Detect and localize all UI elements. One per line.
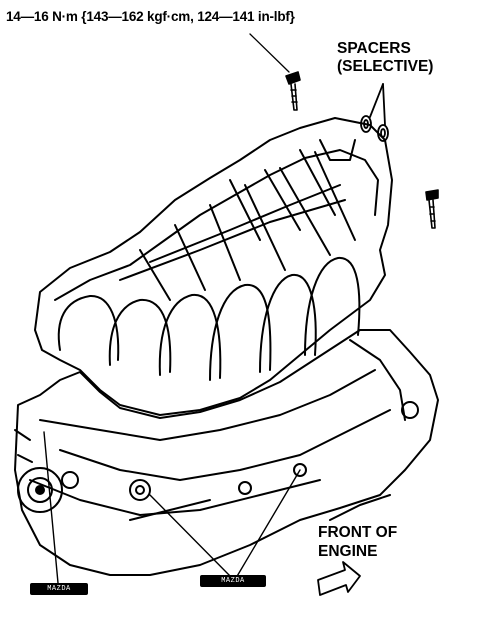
front-of-engine-label: FRONT OF ENGINE: [318, 524, 398, 560]
tag-center-leader-a: [149, 494, 233, 579]
part-tag-center: MAZDA: [200, 575, 266, 587]
engine-block: [14, 329, 439, 576]
bolt-top: [285, 71, 301, 111]
part-tag-left: MAZDA: [30, 583, 88, 595]
spacers-pair: [360, 83, 389, 142]
spacers-label: SPACERS (SELECTIVE): [337, 40, 434, 75]
tag-left-leader: [43, 431, 59, 584]
tag-center-leader-b: [235, 469, 301, 579]
front-arrow-icon: [317, 561, 361, 596]
torque-spec-label: 14—16 N·m {143—162 kgf·cm, 124—141 in-lb…: [6, 9, 295, 24]
part-tag-center-text: MAZDA: [221, 577, 245, 585]
intake-manifold: [34, 117, 393, 416]
part-tag-left-text: MAZDA: [47, 585, 71, 593]
torque-leader-line: [249, 33, 290, 73]
bolt-side: [425, 189, 439, 229]
